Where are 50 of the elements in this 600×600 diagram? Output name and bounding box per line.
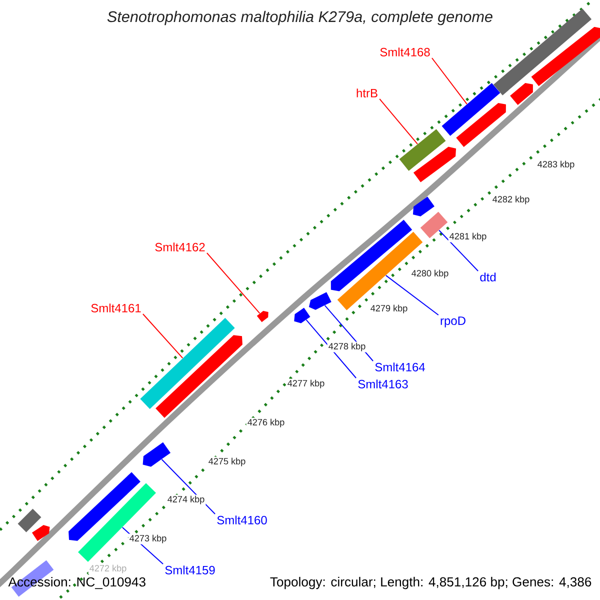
gene-bar [142, 442, 171, 467]
gene-bar [32, 525, 50, 541]
gene-bar [140, 318, 235, 410]
scale-label: 4279 kbp [369, 304, 409, 314]
gene-label: Smlt4159 [165, 566, 215, 574]
gene-bar [493, 8, 592, 96]
gene-bar [531, 26, 600, 86]
gene-bar [420, 212, 448, 238]
scale-label: 4280 kbp [410, 268, 450, 280]
gene-label: Smlt4162 [155, 242, 205, 252]
gene-label: Smlt4168 [380, 48, 430, 56]
scale-label: 4277 kbp [286, 378, 326, 390]
leader-line [306, 319, 357, 378]
scale-label: 4275 kbp [207, 456, 247, 468]
scale-label: 4278 kbp [327, 342, 367, 352]
gene-bar [308, 292, 332, 310]
gene-label: Smlt4161 [91, 304, 141, 312]
gene-label: Smlt4163 [358, 380, 408, 388]
gene-bar [399, 129, 446, 171]
gene-bar [456, 102, 506, 148]
gene-bar [294, 308, 310, 324]
scale-label: 4282 kbp [491, 194, 531, 206]
gene-label: Smlt4160 [217, 516, 267, 524]
scale-label: 4272 kbp [88, 564, 128, 574]
leader-line [142, 314, 184, 359]
gene-bar [156, 335, 242, 418]
title: Stenotrophomonas maltophilia K279a, complete genome [107, 10, 492, 26]
gene-label: dtd [480, 272, 496, 282]
leader-line [438, 230, 479, 272]
gene-bar [412, 196, 434, 216]
gene-label: Smlt4164 [375, 362, 425, 372]
leader-line [431, 58, 468, 105]
scale-label: 4281 kbp [448, 232, 488, 242]
gene-label: rpoD [440, 316, 466, 328]
leader-line [385, 274, 439, 316]
gene-bar [442, 83, 500, 136]
scale-label: 4273 kbp [128, 534, 168, 544]
gene-bar [330, 220, 412, 292]
gene-label: htrB [356, 88, 378, 98]
scale-label: 4283 kbp [536, 160, 576, 170]
scale-label: 4274 kbp [166, 494, 206, 506]
leader-line [379, 98, 418, 145]
gene-bar [510, 83, 533, 105]
leader-line [206, 252, 260, 314]
scale-label: 4276 kbp [246, 418, 286, 428]
gene-bar [413, 146, 456, 182]
accession-text: Accession: NC_010943 [8, 576, 146, 590]
gene-bar [18, 508, 42, 532]
genome-info-text: Topology: circular; Length: 4,851,126 bp; Genes: 4,386 [270, 576, 592, 590]
gene-bar [256, 310, 268, 322]
